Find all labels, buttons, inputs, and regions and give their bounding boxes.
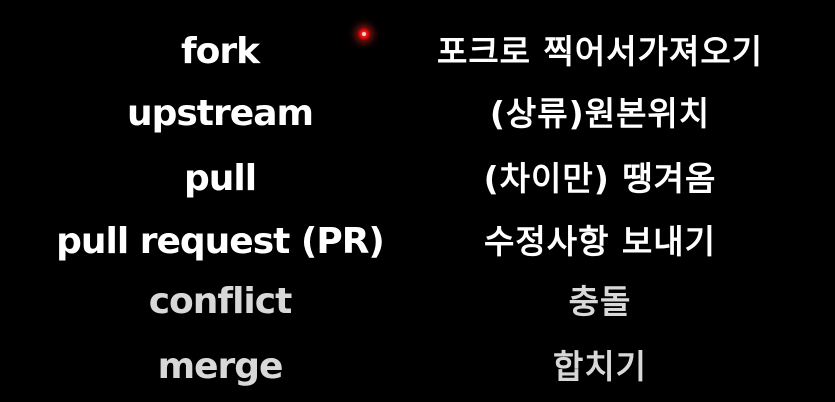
term-label: merge xyxy=(157,346,284,387)
term-label: pull xyxy=(183,158,257,199)
term-label: pull request (PR) xyxy=(56,221,385,262)
term-meaning: (상류)원본위치 xyxy=(489,94,711,133)
term-meaning: 포크로 찍어서가져오기 xyxy=(436,32,764,71)
term-label: upstream xyxy=(126,93,314,134)
term-meaning: 충돌 xyxy=(568,282,632,321)
laser-pointer-dot-icon xyxy=(358,28,370,40)
term-row-upstream: upstream (상류)원본위치 xyxy=(0,85,835,143)
term-row-pull-request: pull request (PR) 수정사항 보내기 xyxy=(0,213,835,271)
term-row-merge: merge 합치기 xyxy=(0,338,835,396)
term-row-fork: fork 포크로 찍어서가져오기 xyxy=(0,23,835,81)
term-label: fork xyxy=(180,31,260,72)
term-meaning: 수정사항 보내기 xyxy=(483,222,716,261)
term-label: conflict xyxy=(148,281,293,322)
term-row-conflict: conflict 충돌 xyxy=(0,273,835,331)
term-meaning: (차이만) 땡겨옴 xyxy=(483,159,717,198)
term-meaning: 합치기 xyxy=(552,347,648,386)
term-row-pull: pull (차이만) 땡겨옴 xyxy=(0,150,835,208)
